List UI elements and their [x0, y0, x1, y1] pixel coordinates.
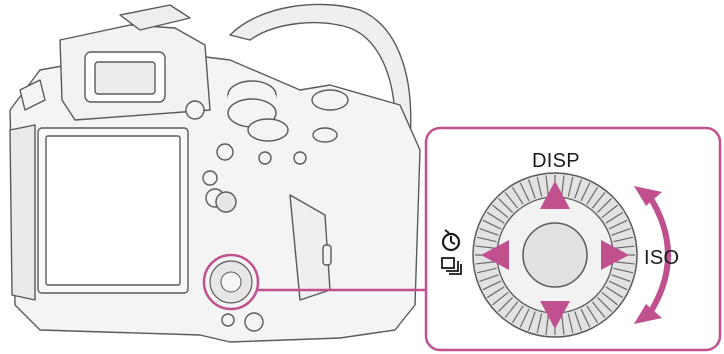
center-button: [523, 223, 587, 287]
iso-label: ISO: [644, 247, 679, 270]
top-dial-2: [248, 119, 288, 141]
top-dial-3: [312, 90, 348, 110]
control-wheel-on-camera: [204, 255, 258, 309]
multi-selector: [216, 192, 236, 212]
control-wheel-detail: [473, 173, 637, 337]
disp-label: DISP: [532, 150, 580, 173]
